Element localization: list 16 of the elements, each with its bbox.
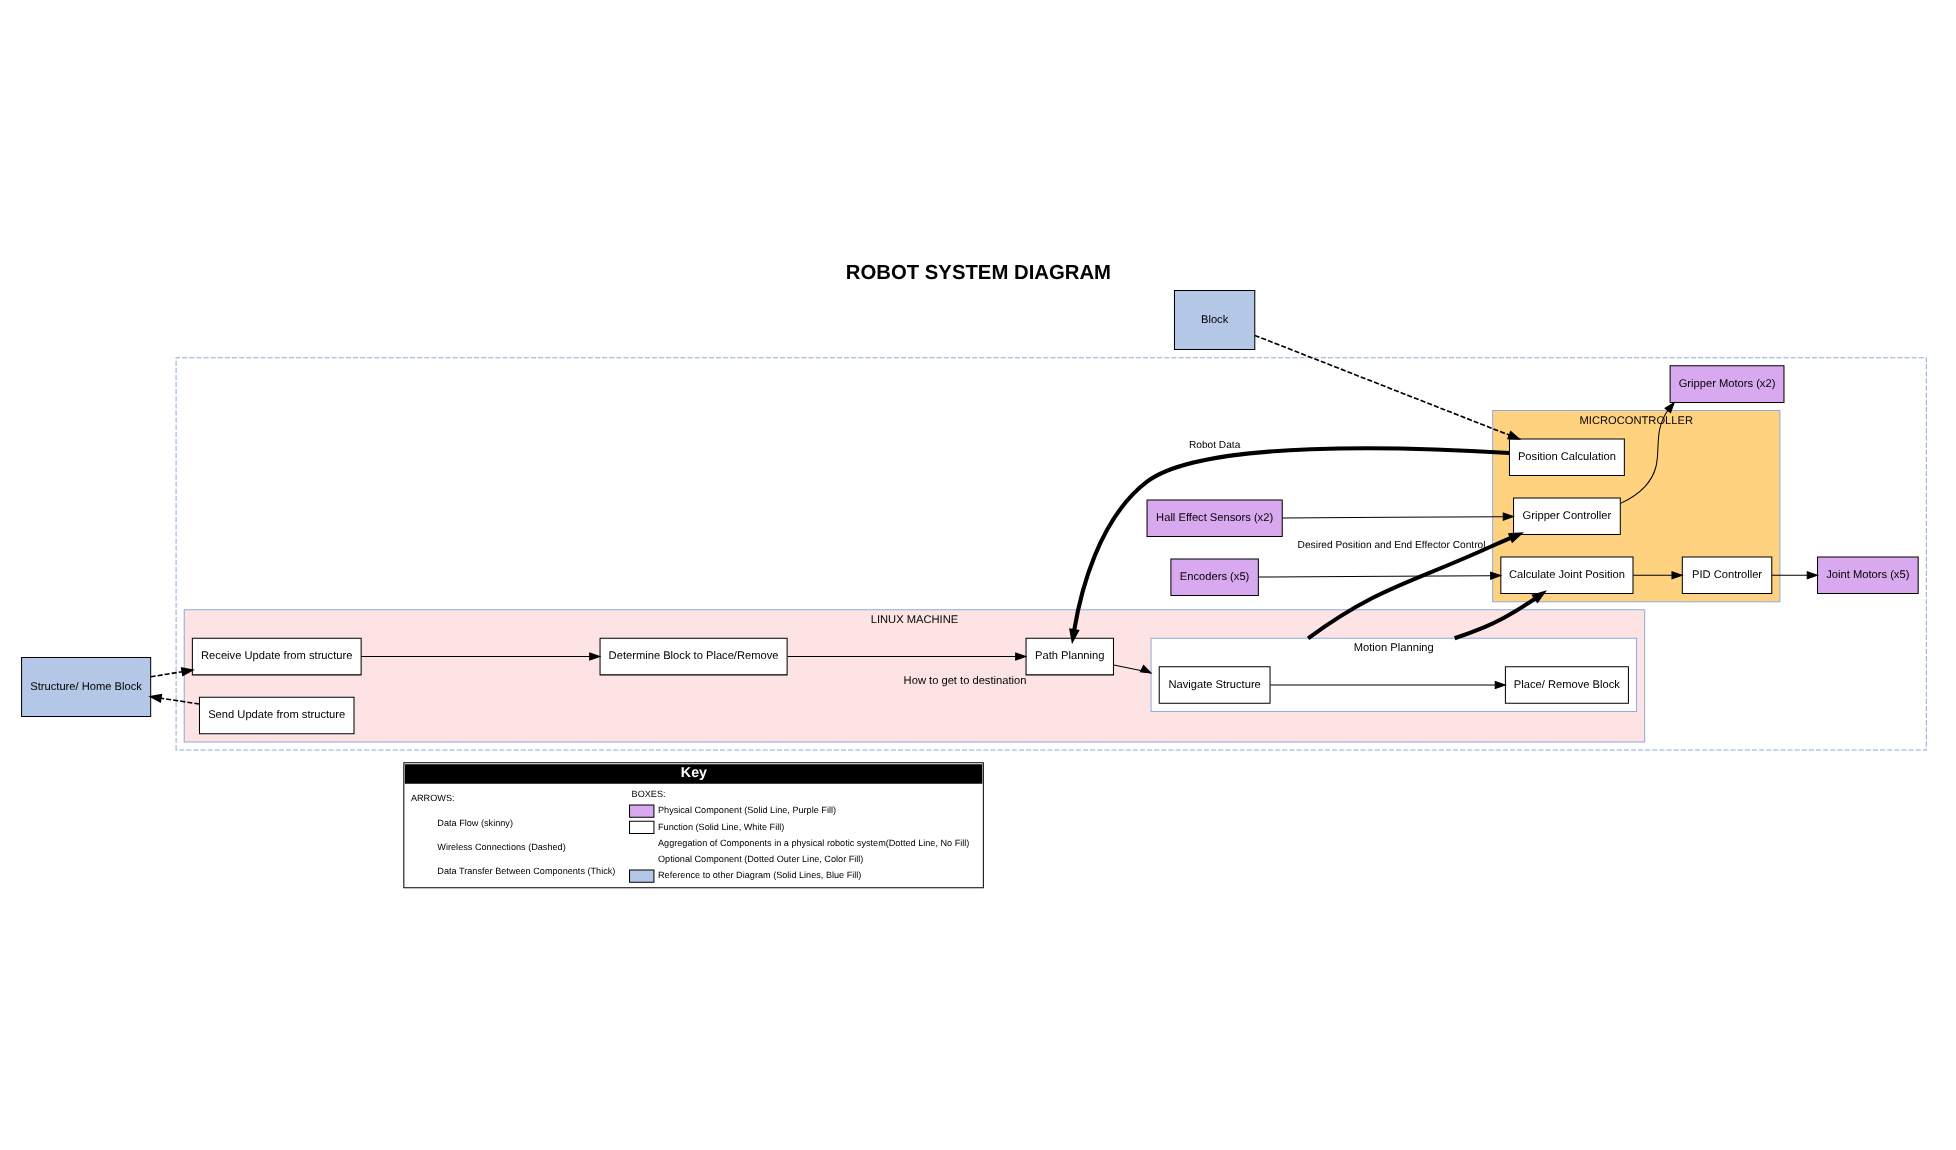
arrow bbox=[149, 666, 195, 677]
arrow bbox=[1620, 400, 1676, 503]
arrow bbox=[360, 651, 602, 660]
arrow bbox=[1281, 511, 1515, 520]
arrow bbox=[1069, 445, 1510, 644]
arrow bbox=[1113, 663, 1153, 673]
arrow bbox=[1254, 333, 1522, 439]
arrow bbox=[148, 692, 201, 704]
arrow bbox=[1771, 569, 1819, 579]
arrow bbox=[1306, 531, 1525, 639]
arrow bbox=[1269, 679, 1507, 689]
arrow bbox=[1632, 569, 1684, 579]
diagram-title: ROBOT SYSTEM DIAGRAM bbox=[845, 262, 1112, 285]
arrow bbox=[787, 651, 1028, 660]
cluster bbox=[175, 356, 1927, 750]
arrow bbox=[1258, 570, 1503, 579]
